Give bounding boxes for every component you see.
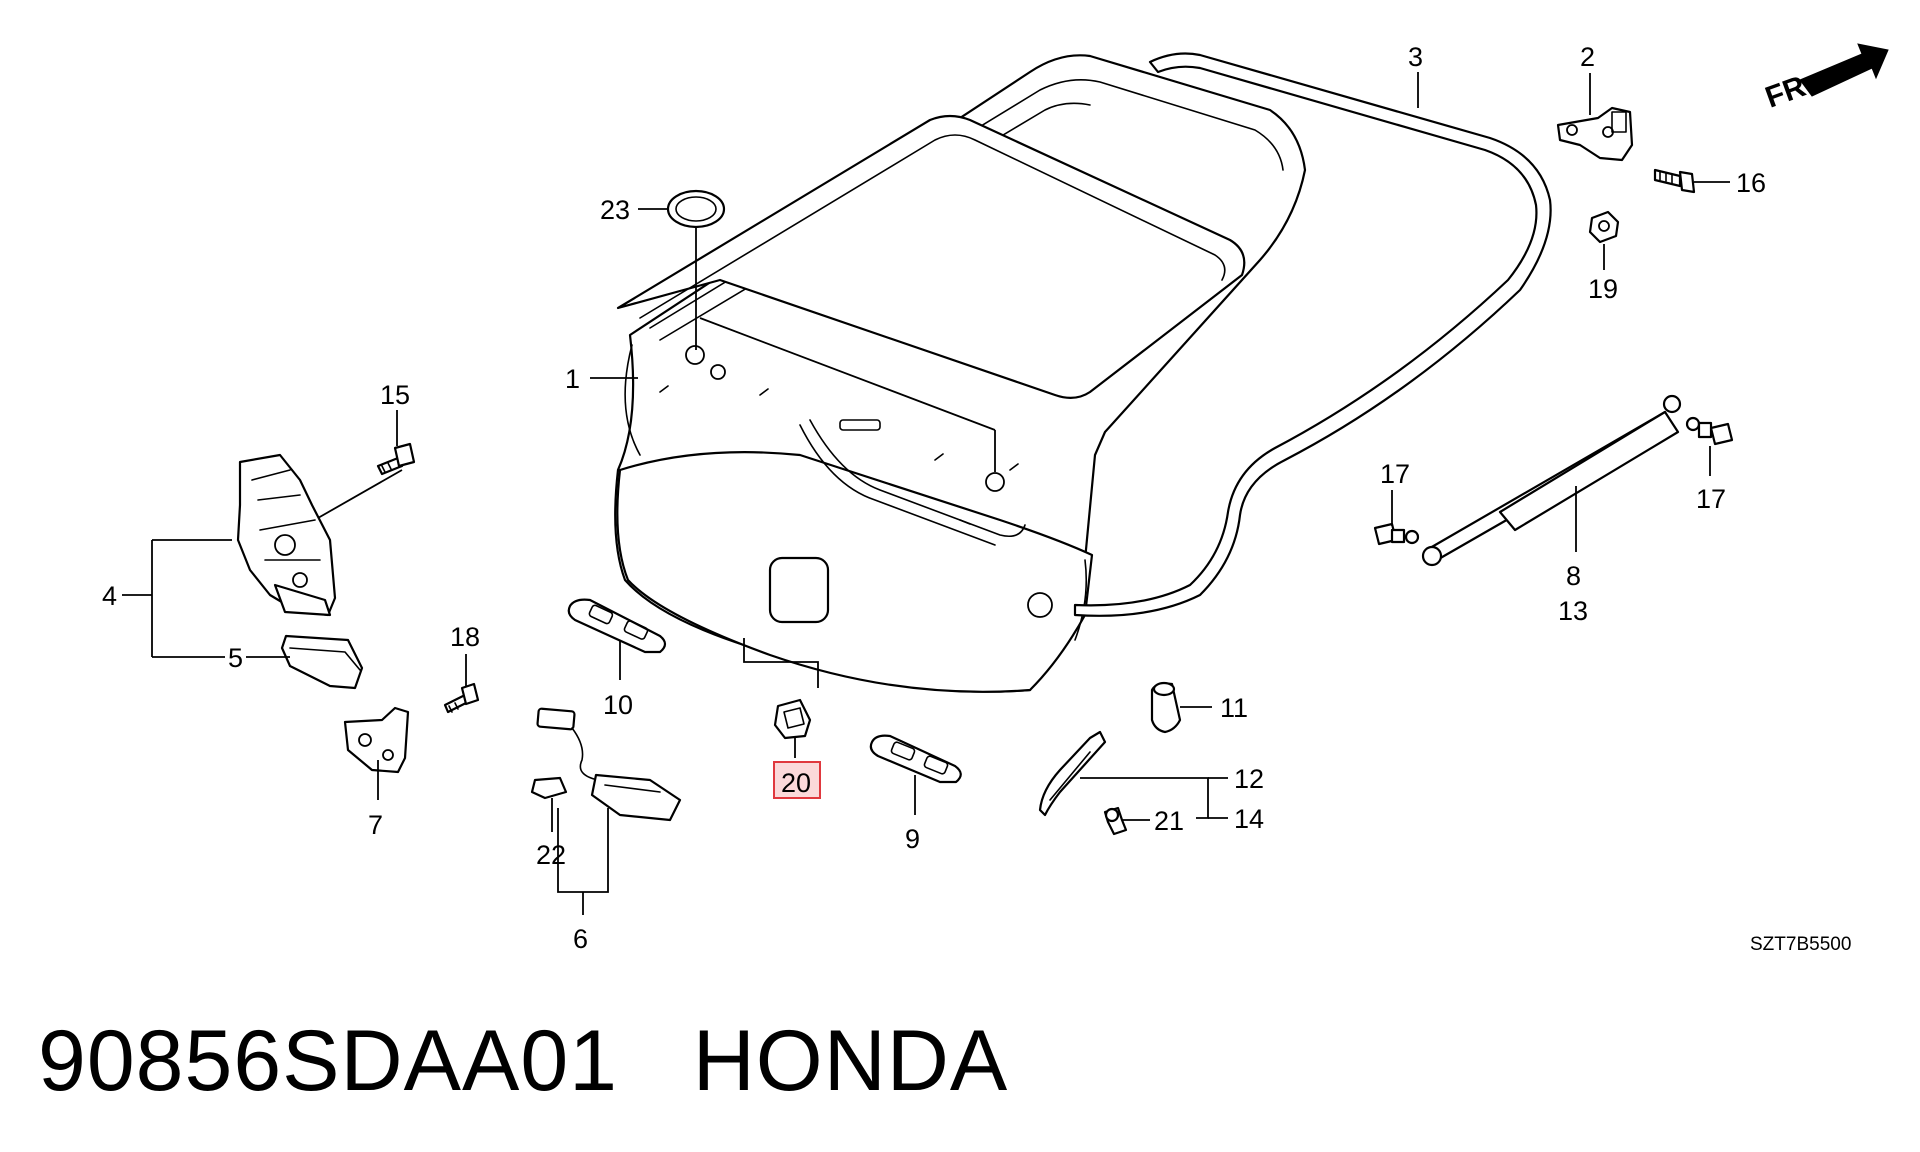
nut-19: [1588, 210, 1620, 244]
caption-gap: [618, 1013, 693, 1109]
callout-labels: 1 2 3 4 5 6 7 8 9 10 11 12 13 14 15 16 1…: [102, 42, 1766, 954]
leader-lines: [122, 72, 1730, 915]
callout-18: 18: [450, 622, 480, 652]
callout-13: 13: [1558, 596, 1588, 626]
callout-21: 21: [1154, 806, 1184, 836]
screw-18: [443, 682, 480, 714]
weatherstrip: [1073, 52, 1552, 617]
license-light-10: [567, 598, 667, 654]
callout-9: 9: [905, 824, 920, 854]
highlight-box-20: [773, 761, 821, 799]
diagram-code: SZT7B5500: [1750, 934, 1851, 955]
bolt-16: [1653, 168, 1696, 194]
callout-17-left: 17: [1380, 459, 1410, 489]
callout-16: 16: [1736, 168, 1766, 198]
callout-5: 5: [228, 643, 243, 673]
bolt-15: [376, 442, 416, 476]
bracket-12-14: [1038, 730, 1107, 817]
opener-unit-6: [530, 707, 682, 822]
front-direction-arrow: FR.: [1761, 43, 1889, 115]
gas-strut: [1421, 394, 1682, 567]
callout-1: 1: [565, 364, 580, 394]
bulb-11: [1150, 681, 1182, 734]
callout-15: 15: [380, 380, 410, 410]
tailgate-hinge: [1556, 106, 1634, 162]
callout-12: 12: [1234, 764, 1264, 794]
grommet-23: [666, 189, 726, 229]
callout-3: 3: [1408, 42, 1423, 72]
ball-stud-17-right: [1685, 416, 1734, 446]
callout-23: 23: [600, 195, 630, 225]
opener-switch-20: [773, 698, 812, 740]
license-light-9: [869, 734, 962, 784]
tailgate-latch: [236, 453, 337, 617]
callout-8: 8: [1566, 561, 1581, 591]
callout-6: 6: [573, 924, 588, 954]
clip-21: [1103, 806, 1128, 836]
callout-7: 7: [368, 810, 383, 840]
callout-22: 22: [536, 840, 566, 870]
part-number-caption: 90856SDAA01 HONDA: [38, 1018, 1008, 1104]
callout-4: 4: [102, 581, 117, 611]
latch-cover: [280, 634, 364, 690]
tailgate-striker: [343, 706, 410, 774]
ball-stud-17-left: [1373, 522, 1420, 546]
tailgate-panel: [614, 54, 1307, 693]
callout-14: 14: [1234, 804, 1264, 834]
part-number: 90856SDAA01: [38, 1013, 618, 1109]
callout-20: 20: [781, 768, 811, 798]
front-indicator-label: FR.: [1761, 67, 1818, 115]
callout-11: 11: [1220, 693, 1248, 723]
callout-10: 10: [603, 690, 633, 720]
callout-2: 2: [1580, 42, 1595, 72]
callout-17-right: 17: [1696, 484, 1726, 514]
callout-19: 19: [1588, 274, 1618, 304]
brand-name: HONDA: [692, 1013, 1009, 1109]
